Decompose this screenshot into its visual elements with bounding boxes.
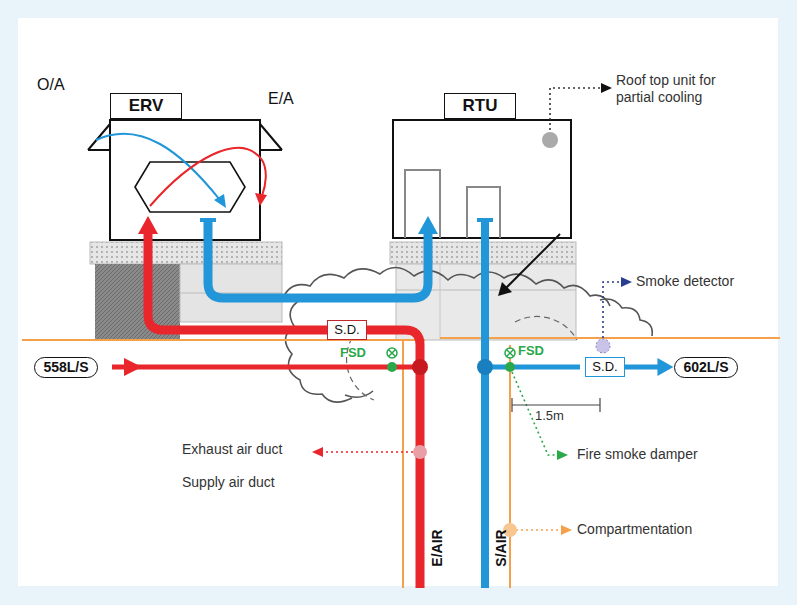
duct-label: E/AIR — [429, 529, 445, 566]
air-label: O/A — [37, 76, 65, 94]
pointer-arrow — [498, 234, 560, 296]
panel — [18, 18, 778, 586]
fire-smoke-damper — [387, 348, 515, 372]
callout-text: Roof top unit for partial cooling — [616, 72, 746, 106]
node-text: RTU — [463, 96, 498, 116]
unit-title-box: RTU — [444, 93, 517, 119]
leader-head — [312, 83, 632, 537]
compartment-line — [22, 338, 780, 588]
damper-tag: FSD — [340, 345, 366, 360]
cloud-outline — [282, 267, 652, 402]
damper-tag: FSD — [518, 343, 544, 358]
dimension-text: 1.5m — [535, 408, 564, 423]
node-text: 602L/S — [683, 359, 728, 376]
smoke-detector-box: S.D. — [327, 320, 366, 340]
duct-line — [625, 365, 660, 370]
arrow-head — [657, 358, 673, 376]
airflow-pill: 602L/S — [674, 357, 737, 378]
smoke-detector-sensor — [596, 339, 610, 353]
callout-text: Supply air duct — [182, 474, 275, 490]
node-text: S.D. — [592, 359, 617, 375]
airflow-pill: 558L/S — [34, 357, 97, 378]
callout-text: Compartmentation — [577, 521, 692, 537]
node-text: ERV — [129, 96, 164, 116]
callout-text: Exhaust air duct — [182, 441, 282, 457]
callout-text: Smoke detector — [636, 273, 734, 289]
duct-connector — [625, 358, 674, 376]
erv-unit — [88, 120, 282, 240]
air-label: E/A — [268, 90, 294, 108]
duct-label: S/AIR — [493, 529, 509, 566]
roof-structure — [90, 242, 576, 340]
rtu-unit — [393, 120, 571, 238]
node-text: S.D. — [334, 322, 359, 338]
callout-text: Fire smoke damper — [577, 446, 698, 462]
supply-duct — [200, 216, 580, 588]
smoke-detector-box: S.D. — [585, 357, 624, 377]
leader-line — [322, 88, 622, 530]
node-text: 558L/S — [43, 359, 88, 376]
unit-title-box: ERV — [110, 93, 183, 119]
exhaust-duct — [112, 216, 428, 588]
